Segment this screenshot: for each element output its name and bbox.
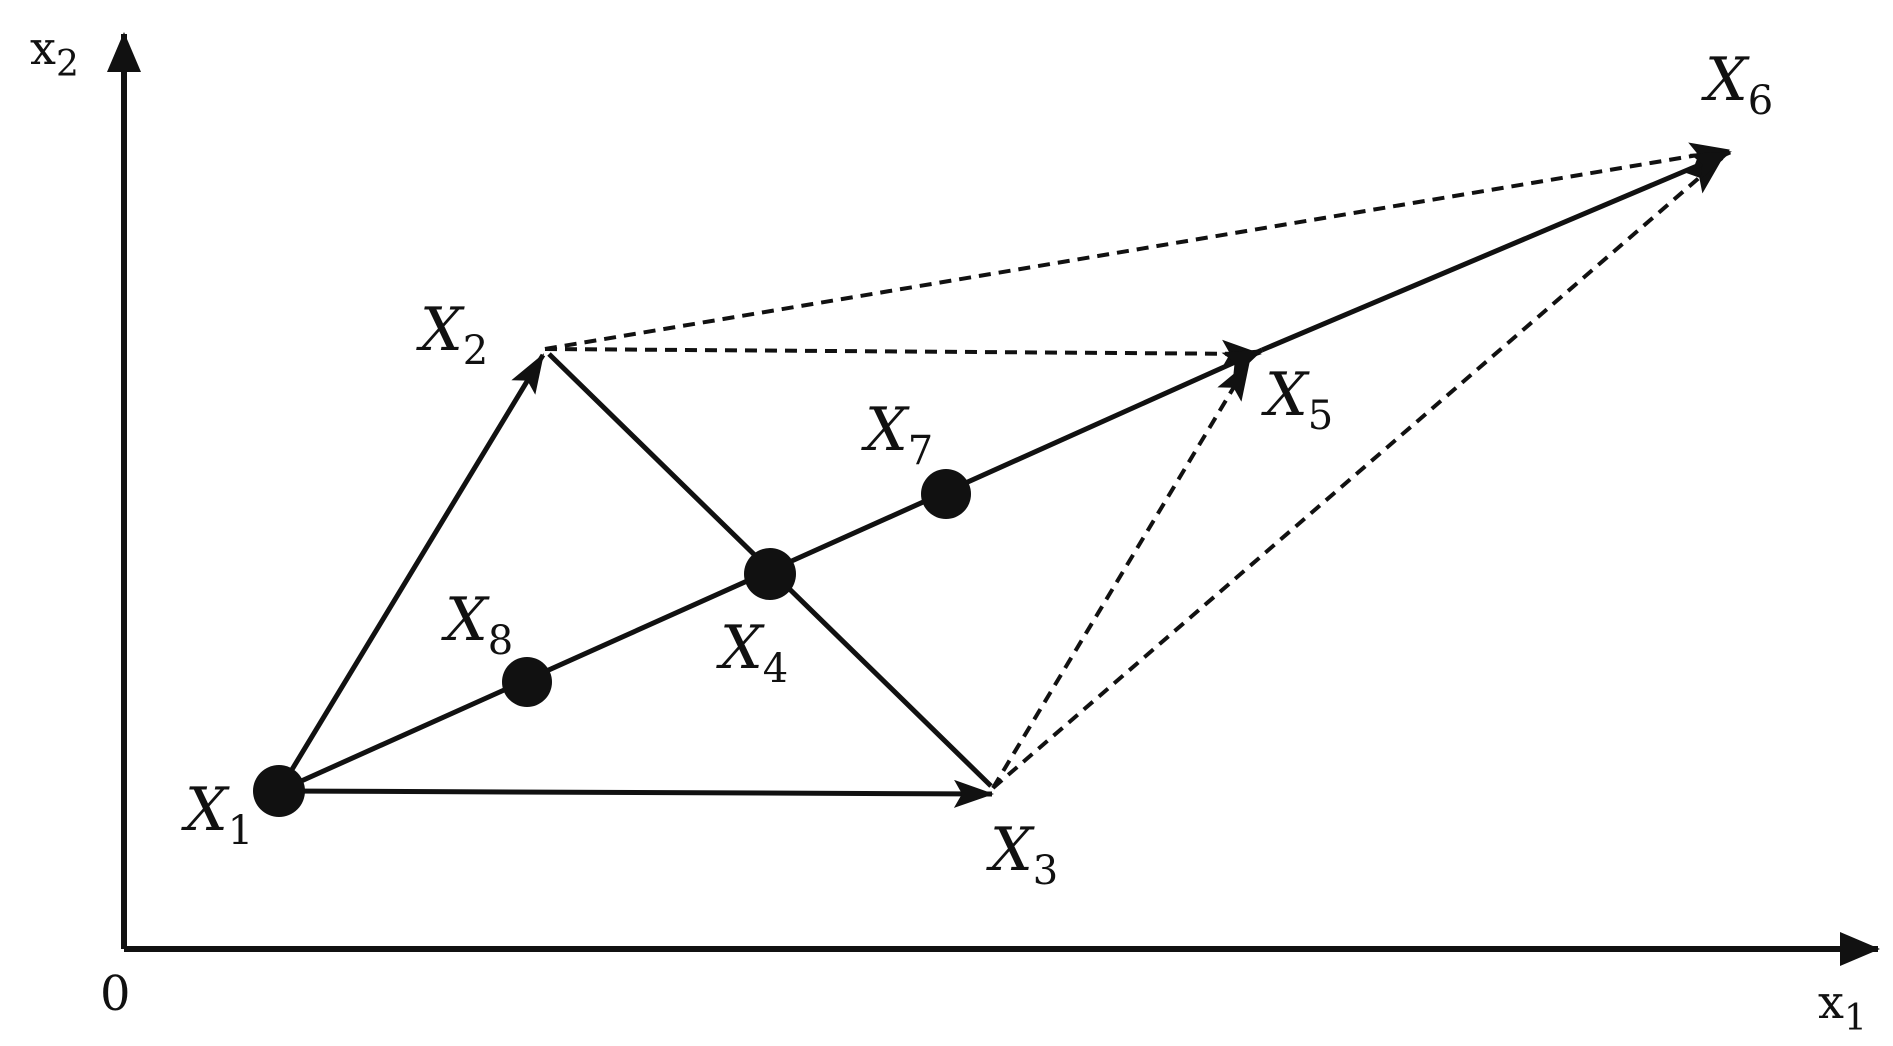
label-x1: X1 — [181, 775, 253, 854]
arrow-x1-x2 — [276, 353, 546, 793]
label-x3: X3 — [986, 815, 1058, 894]
dashed-x2-x6 — [544, 142, 1730, 351]
points — [253, 469, 971, 817]
label-x4: X4 — [716, 613, 788, 692]
label-x7: X7 — [861, 395, 933, 474]
label-x8: X8 — [441, 585, 513, 664]
dashed-lines — [544, 142, 1730, 790]
x-axis-label: x1 — [1818, 975, 1867, 1039]
point-x4 — [744, 548, 796, 600]
point-x7 — [921, 469, 971, 519]
dashed-x2-x5 — [544, 339, 1262, 368]
solid-lines — [276, 149, 1732, 808]
y-axis-label: x2 — [30, 21, 79, 85]
arrow-x5-x6 — [1261, 149, 1732, 353]
point-x8 — [502, 657, 552, 707]
label-x2: X2 — [416, 295, 488, 374]
point-x1 — [253, 765, 305, 817]
label-x6: X6 — [1701, 45, 1773, 124]
arrow-x1-x3 — [278, 779, 994, 808]
label-x5: X5 — [1261, 360, 1333, 439]
dashed-x3-x6 — [991, 156, 1724, 790]
origin-label: 0 — [100, 966, 131, 1022]
dashed-x3-x5 — [991, 360, 1251, 790]
